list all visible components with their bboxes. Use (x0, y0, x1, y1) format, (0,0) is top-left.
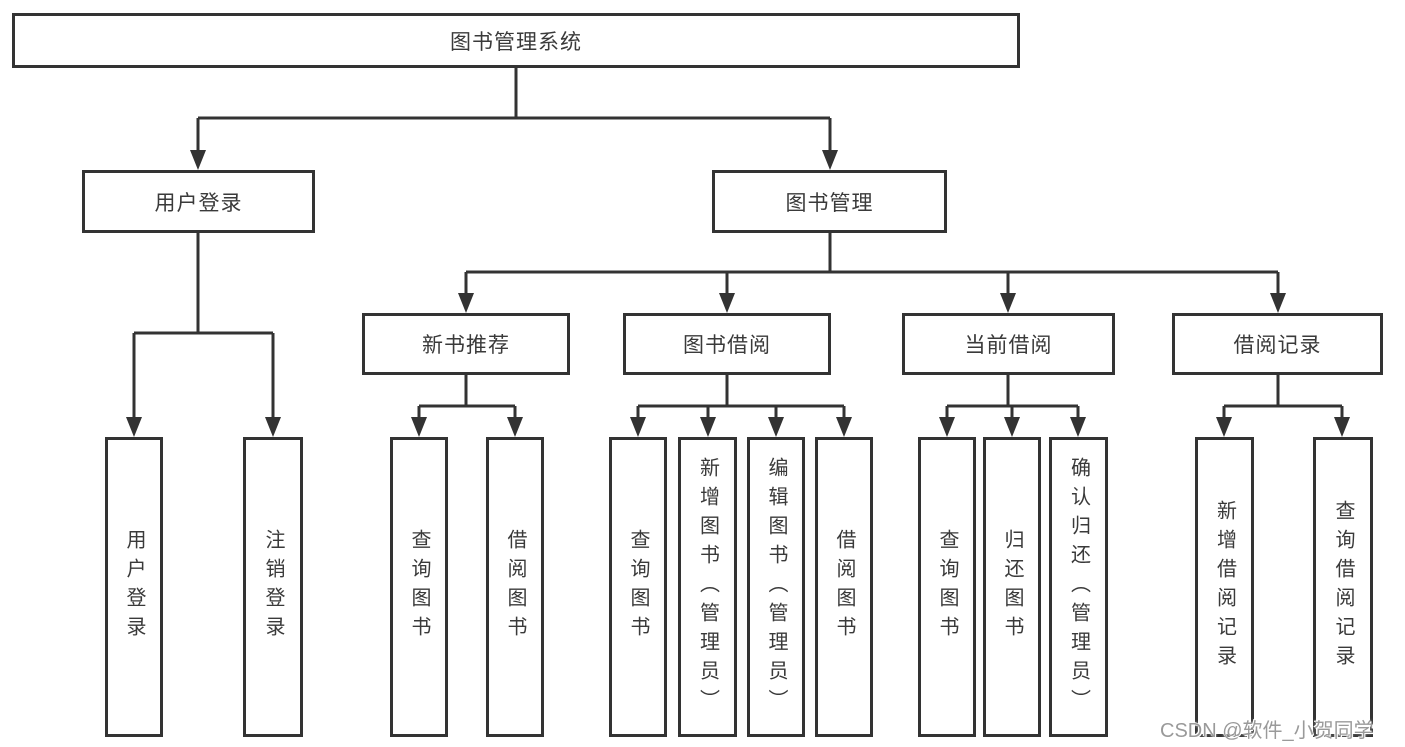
leaf-add-borrow-record-label: 新增借阅记录 (1213, 500, 1236, 674)
leaf-add-borrow-record: 新增借阅记录 (1195, 437, 1254, 737)
node-user-login: 用户登录 (82, 170, 315, 233)
node-new-book-recommend: 新书推荐 (362, 313, 570, 375)
leaf-return-books: 归还图书 (983, 437, 1041, 737)
leaf-query-books-1-label: 查询图书 (408, 529, 430, 645)
node-current-borrow-label: 当前借阅 (964, 334, 1053, 357)
leaf-confirm-return-admin-label: 确认归还（管理员） (1067, 456, 1090, 718)
leaf-edit-books-admin: 编辑图书（管理员） (747, 437, 805, 737)
leaf-add-books-admin: 新增图书（管理员） (678, 437, 737, 737)
leaf-user-login-label: 用户登录 (123, 529, 145, 645)
leaf-add-books-admin-label: 新增图书（管理员） (696, 456, 719, 718)
node-book-management: 图书管理 (712, 170, 947, 233)
leaf-query-books-3: 查询图书 (918, 437, 976, 737)
leaf-query-books-2-label: 查询图书 (627, 529, 649, 645)
leaf-logout-label: 注销登录 (262, 529, 284, 645)
node-root-label: 图书管理系统 (450, 30, 582, 54)
node-root: 图书管理系统 (12, 13, 1020, 68)
leaf-edit-books-admin-label: 编辑图书（管理员） (765, 456, 787, 718)
leaf-return-books-label: 归还图书 (1001, 529, 1023, 645)
node-book-borrow: 图书借阅 (623, 313, 831, 375)
leaf-query-books-1: 查询图书 (390, 437, 448, 737)
leaf-borrow-books-2: 借阅图书 (815, 437, 873, 737)
leaf-borrow-books-1-label: 借阅图书 (504, 529, 526, 645)
node-new-book-recommend-label: 新书推荐 (422, 334, 510, 357)
node-user-login-label: 用户登录 (154, 191, 243, 215)
connector-shafts (132, 68, 1344, 418)
leaf-confirm-return-admin: 确认归还（管理员） (1049, 437, 1108, 737)
leaf-user-login: 用户登录 (105, 437, 163, 737)
node-current-borrow: 当前借阅 (902, 313, 1115, 375)
leaf-query-books-3-label: 查询图书 (936, 529, 958, 645)
leaf-query-books-2: 查询图书 (609, 437, 667, 737)
node-book-management-label: 图书管理 (785, 191, 874, 215)
node-book-borrow-label: 图书借阅 (683, 334, 771, 357)
arrowhead-icons (126, 150, 1350, 437)
leaf-query-borrow-record: 查询借阅记录 (1313, 437, 1373, 737)
node-borrow-records-label: 借阅记录 (1233, 334, 1322, 357)
leaf-query-borrow-record-label: 查询借阅记录 (1332, 500, 1354, 674)
leaf-logout: 注销登录 (243, 437, 303, 737)
leaf-borrow-books-2-label: 借阅图书 (833, 529, 855, 645)
node-borrow-records: 借阅记录 (1172, 313, 1383, 375)
leaf-borrow-books-1: 借阅图书 (486, 437, 544, 737)
